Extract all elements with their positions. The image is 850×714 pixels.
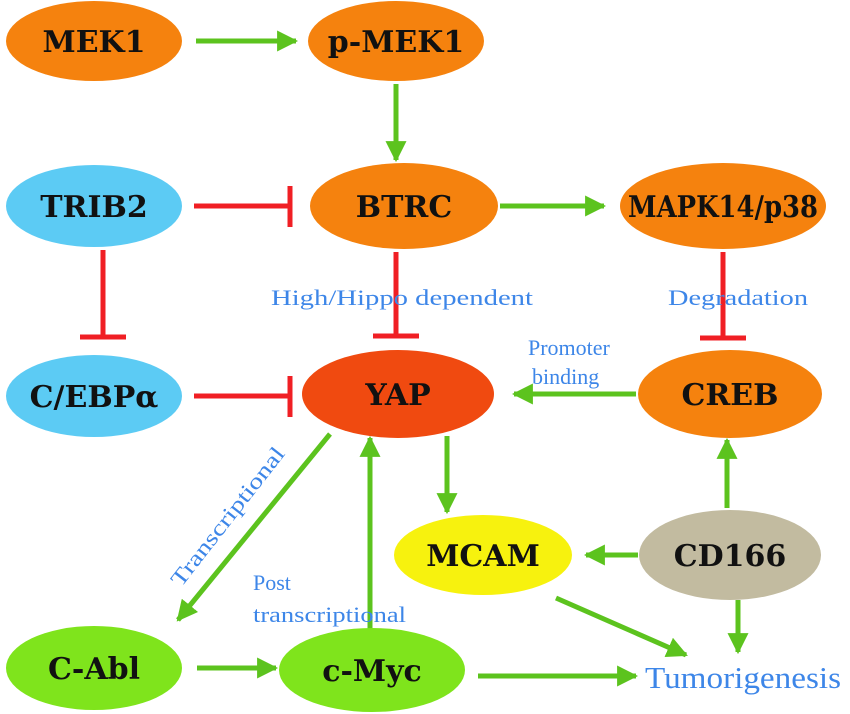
node-p-mek1-label: p-MEK1 xyxy=(328,25,464,60)
node-p-mek1: p-MEK1 xyxy=(308,1,484,81)
post-transcriptional-label-line1: Post xyxy=(253,570,291,595)
post-transcriptional-label-line2: transcriptional xyxy=(253,602,406,627)
node-mapk14: MAPK14/p38 xyxy=(620,163,826,249)
promoter-binding-label-line2: binding xyxy=(532,364,599,389)
transcriptional-label: Transcriptional xyxy=(165,442,289,591)
node-cd166-label: CD166 xyxy=(674,539,787,574)
node-cd166: CD166 xyxy=(639,510,821,600)
node-trib2-label: TRIB2 xyxy=(40,190,148,225)
node-btrc-label: BTRC xyxy=(356,190,453,225)
node-c-myc-label: c-Myc xyxy=(322,654,422,689)
node-trib2: TRIB2 xyxy=(6,165,182,247)
node-c-abl-label: C-Abl xyxy=(48,652,140,687)
edge-cebpa-inhibits-yap xyxy=(194,376,293,417)
node-mek1: MEK1 xyxy=(6,1,182,81)
edges xyxy=(80,30,749,687)
node-creb: CREB xyxy=(638,350,822,438)
degradation-label: Degradation xyxy=(668,285,808,310)
node-btrc: BTRC xyxy=(310,163,498,249)
edge-trib2-inhibits-cebpa xyxy=(80,250,126,340)
node-mek1-label: MEK1 xyxy=(42,25,145,60)
node-mcam: MCAM xyxy=(394,515,572,595)
node-creb-label: CREB xyxy=(681,378,778,413)
hippo-dependent-label: High/Hippo dependent xyxy=(271,285,533,310)
tumorigenesis-label: Tumorigenesis xyxy=(645,660,841,695)
node-yap-label: YAP xyxy=(364,378,430,413)
node-cebpa: C/EBPα xyxy=(6,355,182,437)
node-c-abl: C-Abl xyxy=(6,626,182,710)
node-mcam-label: MCAM xyxy=(426,539,540,574)
node-cebpa-label: C/EBPα xyxy=(30,380,159,415)
edge-mcam-to-tumorigenesis xyxy=(554,595,688,658)
edge-mapk14-inhibits-creb xyxy=(700,252,746,341)
node-c-myc: c-Myc xyxy=(279,628,465,712)
node-mapk14-label: MAPK14/p38 xyxy=(628,190,818,225)
edge-btrc-inhibits-yap xyxy=(373,252,419,339)
node-yap: YAP xyxy=(302,350,494,438)
promoter-binding-label-line1: Promoter xyxy=(528,335,611,360)
edge-trib2-inhibits-btrc xyxy=(194,186,293,227)
edge-yap-to-cabl xyxy=(176,432,332,622)
